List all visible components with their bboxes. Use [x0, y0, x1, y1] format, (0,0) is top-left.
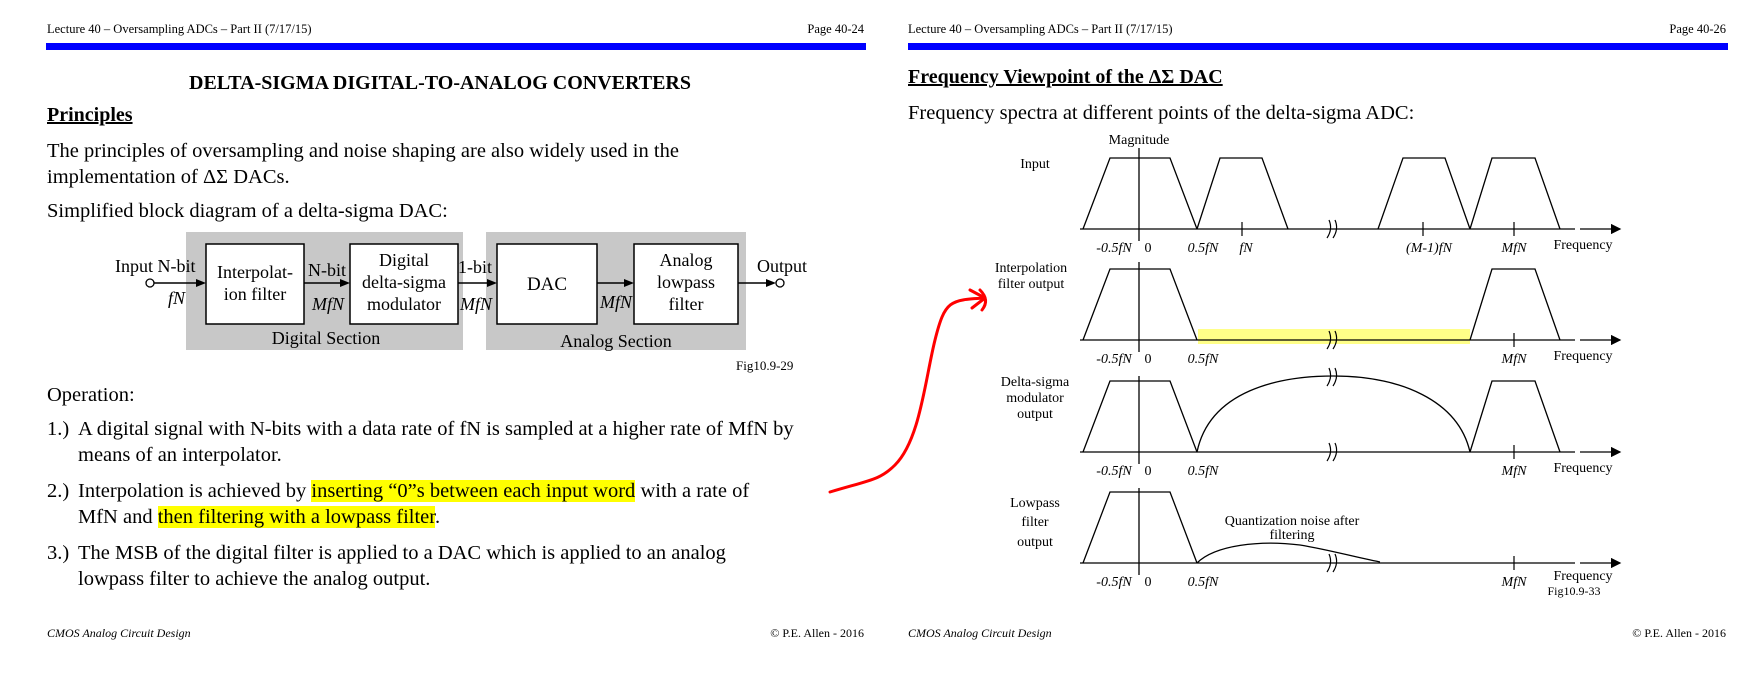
page-title: DELTA-SIGMA DIGITAL-TO-ANALOG CONVERTERS: [189, 72, 691, 94]
svg-text:0: 0: [1145, 352, 1152, 367]
svg-text:(M-1)fN: (M-1)fN: [1406, 241, 1453, 256]
svg-text:Frequency: Frequency: [1553, 569, 1612, 584]
svg-text:Frequency: Frequency: [1553, 461, 1612, 476]
digital-section-label: Digital Section: [272, 328, 380, 348]
svg-text:Digital: Digital: [379, 250, 429, 270]
mfn-label-3: MfN: [599, 292, 633, 312]
svg-text:lowpass: lowpass: [657, 272, 715, 292]
fig-label: Fig10.9-29: [736, 358, 793, 373]
footer-left: CMOS Analog Circuit Design: [47, 626, 191, 640]
svg-text:filter: filter: [1021, 515, 1049, 530]
highlight-1: inserting “0”s between each input word: [311, 480, 636, 502]
principles-heading: Principles: [47, 104, 133, 126]
input-label: Input N-bit: [115, 256, 196, 276]
svg-text:Analog: Analog: [660, 250, 713, 270]
intro-line-1: The principles of oversampling and noise…: [47, 140, 679, 162]
item-3-line-1: The MSB of the digital filter is applied…: [78, 542, 726, 564]
dac-block: [496, 243, 598, 325]
interpolation-filter-block: [205, 243, 305, 325]
svg-text:Lowpass: Lowpass: [1010, 496, 1060, 511]
svg-text:modulator: modulator: [1006, 391, 1064, 406]
diagram-caption: Simplified block diagram of a delta-sigm…: [47, 200, 448, 222]
svg-text:0: 0: [1145, 241, 1152, 256]
lpf-block: [633, 243, 739, 325]
svg-text:output: output: [1017, 535, 1053, 550]
svg-text:MfN: MfN: [1501, 241, 1528, 256]
svg-text:Delta-sigma: Delta-sigma: [1001, 375, 1070, 390]
header-page: Page 40-24: [807, 22, 864, 36]
svg-text:ion filter: ion filter: [224, 284, 286, 304]
right-subtitle: Frequency spectra at different points of…: [908, 102, 1415, 124]
svg-text:Interpolation: Interpolation: [995, 261, 1067, 276]
svg-text:MfN: MfN: [1501, 352, 1528, 367]
svg-text:-0.5fN: -0.5fN: [1096, 352, 1132, 367]
header-title: Lecture 40 – Oversampling ADCs – Part II…: [47, 22, 312, 36]
input-rate: fN: [168, 288, 186, 308]
svg-text:0.5fN: 0.5fN: [1188, 241, 1219, 256]
dac-label: DAC: [527, 274, 567, 295]
intro-line-2: implementation of ΔΣ DACs.: [47, 166, 290, 188]
spectra-diagram: Magnitude Input -0.5fN 0 0.5fN fN (M-1)f…: [995, 133, 1622, 598]
svg-text:Interpolat-: Interpolat-: [217, 262, 293, 282]
svg-text:output: output: [1017, 407, 1053, 422]
qnoise-line-2: filtering: [1269, 528, 1314, 543]
svg-text:Frequency: Frequency: [1553, 349, 1612, 364]
svg-text:Input: Input: [1020, 157, 1050, 172]
item-3-num: 3.): [47, 542, 70, 564]
svg-text:filter output: filter output: [998, 277, 1065, 292]
svg-text:MfN: MfN: [1501, 575, 1528, 590]
svg-text:0: 0: [1145, 464, 1152, 479]
svg-text:-0.5fN: -0.5fN: [1096, 575, 1132, 590]
operation-heading: Operation:: [47, 384, 135, 406]
header-rule-right: [908, 43, 1728, 50]
footer-right: © P.E. Allen - 2016: [770, 626, 864, 640]
svg-text:delta-sigma: delta-sigma: [362, 272, 446, 292]
block-diagram: Input N-bit fN Interpolat- ion filter N-…: [115, 232, 807, 373]
fig-label-right: Fig10.9-33: [1547, 584, 1600, 598]
svg-text:MfN: MfN: [1501, 464, 1528, 479]
svg-text:0.5fN: 0.5fN: [1188, 352, 1219, 367]
item-2-num: 2.): [47, 480, 70, 502]
output-label: Output: [757, 256, 807, 276]
footer-right-right: © P.E. Allen - 2016: [1632, 626, 1726, 640]
header-page-right: Page 40-26: [1669, 22, 1726, 36]
item-2-line-2: MfN and then filtering with a lowpass fi…: [78, 506, 441, 528]
svg-text:-0.5fN: -0.5fN: [1096, 241, 1132, 256]
modulator-block: [349, 243, 459, 325]
svg-text:fN: fN: [1239, 241, 1253, 256]
analog-section-label: Analog Section: [560, 331, 671, 351]
item-1-line-2: means of an interpolator.: [78, 444, 282, 466]
item-1-line-1: A digital signal with N-bits with a data…: [78, 418, 794, 440]
item-3-line-2: lowpass filter to achieve the analog out…: [78, 568, 431, 590]
header-rule: [46, 43, 866, 50]
mfn-label-1: MfN: [311, 294, 345, 314]
item-1-num: 1.): [47, 418, 70, 440]
onebit-label: 1-bit: [458, 257, 492, 277]
svg-text:-0.5fN: -0.5fN: [1096, 464, 1132, 479]
mfn-label-2: MfN: [459, 294, 493, 314]
slide-right: Lecture 40 – Oversampling ADCs – Part II…: [880, 0, 1761, 676]
svg-text:modulator: modulator: [367, 294, 441, 314]
footer-left-right: CMOS Analog Circuit Design: [908, 626, 1052, 640]
nbit-label: N-bit: [308, 260, 346, 280]
svg-text:0.5fN: 0.5fN: [1188, 575, 1219, 590]
item-2-line-1: Interpolation is achieved by inserting “…: [78, 480, 750, 502]
svg-text:0.5fN: 0.5fN: [1188, 464, 1219, 479]
right-title: Frequency Viewpoint of the ΔΣ DAC: [908, 66, 1223, 88]
slide-left: Lecture 40 – Oversampling ADCs – Part II…: [0, 0, 880, 676]
svg-text:Frequency: Frequency: [1553, 238, 1612, 253]
svg-text:filter: filter: [669, 294, 704, 314]
highlight-2: then filtering with a lowpass filter: [157, 506, 435, 528]
magnitude-label: Magnitude: [1109, 133, 1170, 148]
svg-text:0: 0: [1145, 575, 1152, 590]
qnoise-line-1: Quantization noise after: [1225, 514, 1360, 529]
header-title-right: Lecture 40 – Oversampling ADCs – Part II…: [908, 22, 1173, 36]
